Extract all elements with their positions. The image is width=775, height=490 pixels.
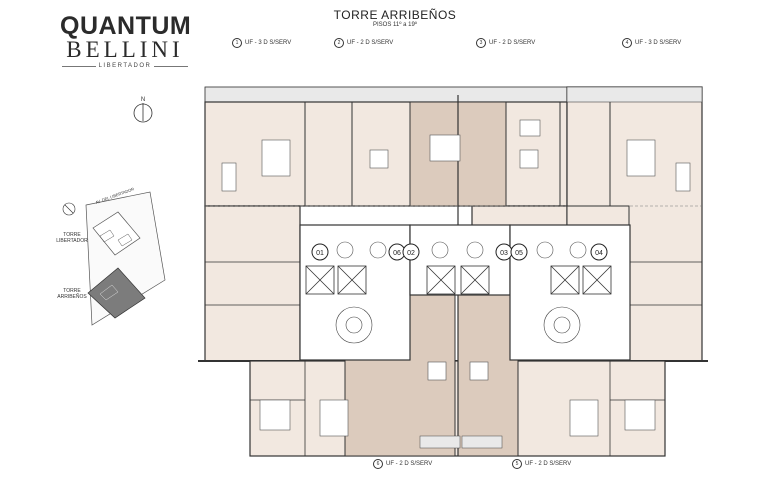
unit-number-badge: 2 [334, 38, 344, 48]
unit-number-badge: 5 [512, 459, 522, 469]
unit-label-3: 3 UF - 2 D S/SERV [476, 38, 535, 48]
svg-text:05: 05 [515, 250, 523, 257]
svg-text:06: 06 [393, 250, 401, 257]
svg-text:04: 04 [595, 250, 603, 257]
unit-label-2: 2 UF - 2 D S/SERV [334, 38, 393, 48]
compass-north-label: N [141, 97, 145, 103]
unit-type: UF - 3 D S/SERV [245, 40, 292, 46]
logo-bellini: BELLINI [66, 37, 184, 62]
floor-plan [198, 86, 708, 457]
unit-number-badge: 1 [232, 38, 242, 48]
floors-label: PISOS 11º a 19º [373, 22, 417, 28]
svg-text:03: 03 [500, 250, 508, 257]
unit-label-4: 4 UF - 3 D S/SERV [622, 38, 681, 48]
unit-type: UF - 2 D S/SERV [386, 461, 433, 467]
logo-rule-right [154, 66, 188, 67]
core-center [409, 224, 511, 296]
unit-marker-01: 01 [311, 243, 329, 261]
unit-type: UF - 2 D S/SERV [347, 40, 394, 46]
unit-label-5: 5 UF - 2 D S/SERV [512, 459, 571, 469]
unit-number-badge: 3 [476, 38, 486, 48]
unit-type: UF - 2 D S/SERV [525, 461, 572, 467]
tower-title: TORRE ARRIBEÑOS [333, 8, 457, 22]
site-compass-icon [62, 202, 76, 216]
unit-marker-05: 05 [510, 243, 528, 261]
unit-number-badge: 4 [622, 38, 632, 48]
tower-libertador-label: TORRE LIBERTADOR [56, 232, 88, 244]
logo-libertador: LIBERTADOR [98, 63, 152, 69]
unit-number-badge: 6 [373, 459, 383, 469]
site-plan: AV. DEL LIBERTADOR [62, 186, 166, 326]
tower-libertador-block [92, 211, 141, 256]
unit-marker-04: 04 [590, 243, 608, 261]
unit-marker-02: 02 [402, 243, 420, 261]
compass-icon: N [133, 97, 153, 123]
unit-label-6: 6 UF - 2 D S/SERV [373, 459, 432, 469]
svg-text:02: 02 [407, 250, 415, 257]
logo-rule-left [62, 66, 96, 67]
logo-quantum: QUANTUM [60, 12, 192, 40]
svg-text:01: 01 [316, 250, 324, 257]
unit-type: UF - 2 D S/SERV [489, 40, 536, 46]
unit-type: UF - 3 D S/SERV [635, 40, 682, 46]
unit-markers: 01 06 02 03 05 04 [311, 243, 608, 261]
tower-arribenos-label: TORRE ARRIBEÑOS [57, 288, 87, 300]
unit-label-1: 1 UF - 3 D S/SERV [232, 38, 291, 48]
unit-marker-03: 03 [495, 243, 513, 261]
